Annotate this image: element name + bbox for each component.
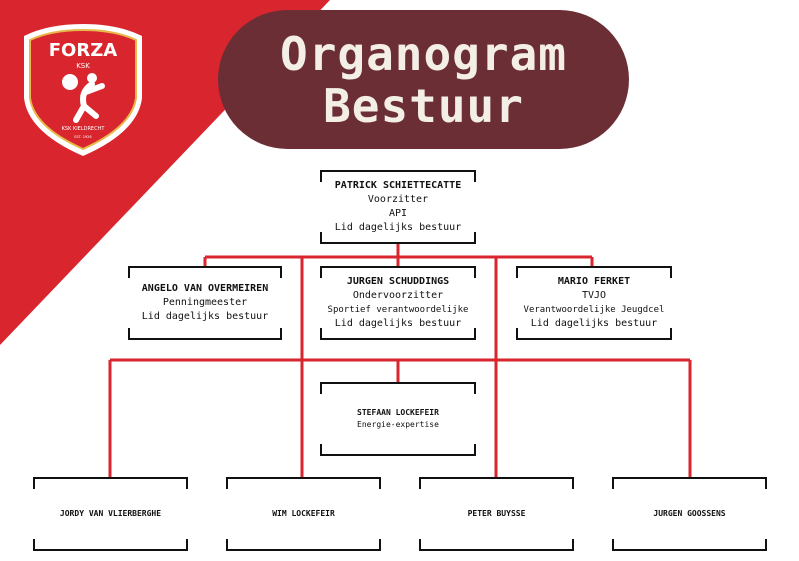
board-member-name: ANGELO VAN OVERMEIREN [141, 283, 269, 294]
chairman-box: PATRICK SCHIETTECATTE Voorzitter API Lid… [320, 170, 476, 244]
member-box: JURGEN GOOSSENS [612, 477, 767, 551]
board-member-box: MARIO FERKET TVJO Verantwoordelijke Jeug… [516, 266, 672, 340]
chairman-name: PATRICK SCHIETTECATTE [334, 180, 462, 191]
title-line-2: Bestuur [323, 78, 524, 133]
board-member-role: TVJO [581, 290, 607, 301]
chairman-role-1: Voorzitter [367, 194, 429, 205]
member-box: WIM LOCKEFEIR [226, 477, 381, 551]
board-member-box: ANGELO VAN OVERMEIREN Penningmeester Lid… [128, 266, 282, 340]
board-member-role: Penningmeester [162, 297, 248, 308]
board-member-role: Verantwoordelijke Jeugdcel [523, 305, 665, 315]
board-member-role: Sportief verantwoordelijke [327, 305, 469, 315]
expert-name: STEFAAN LOCKEFEIR [357, 408, 439, 417]
board-member-box: JURGEN SCHUDDINGS Ondervoorzitter Sporti… [320, 266, 476, 340]
board-member-role: Lid dagelijks bestuur [530, 318, 658, 329]
chairman-role-2: API [388, 208, 408, 219]
member-name: JORDY VAN VLIERBERGHE [59, 509, 162, 518]
member-name: JURGEN GOOSSENS [653, 509, 726, 518]
logo-club-text: KSK KIELDRECHT [62, 126, 106, 132]
expert-box: STEFAAN LOCKEFEIR Energie-expertise [320, 382, 476, 456]
board-member-role: Lid dagelijks bestuur [334, 318, 462, 329]
logo-forza-text: FORZA [49, 40, 118, 61]
member-name: PETER BUYSSE [467, 509, 526, 518]
member-box: PETER BUYSSE [419, 477, 574, 551]
board-member-name: JURGEN SCHUDDINGS [346, 276, 450, 287]
board-member-role: Lid dagelijks bestuur [141, 311, 269, 322]
member-box: JORDY VAN VLIERBERGHE [33, 477, 188, 551]
title-banner: Organogram Bestuur [218, 10, 629, 149]
logo-ksk-text: KSK [76, 62, 90, 70]
logo-est-text: EST. 1926 [74, 135, 91, 139]
board-member-role: Ondervoorzitter [352, 290, 444, 301]
chairman-role-3: Lid dagelijks bestuur [334, 222, 462, 233]
expert-role: Energie-expertise [357, 420, 439, 429]
title-line-1: Organogram [280, 26, 567, 81]
board-member-name: MARIO FERKET [557, 276, 631, 287]
member-name: WIM LOCKEFEIR [272, 509, 335, 518]
forza-ksk-crest-icon: FORZA KSK KSK KIELDRECHT EST. 1926 [24, 24, 142, 156]
